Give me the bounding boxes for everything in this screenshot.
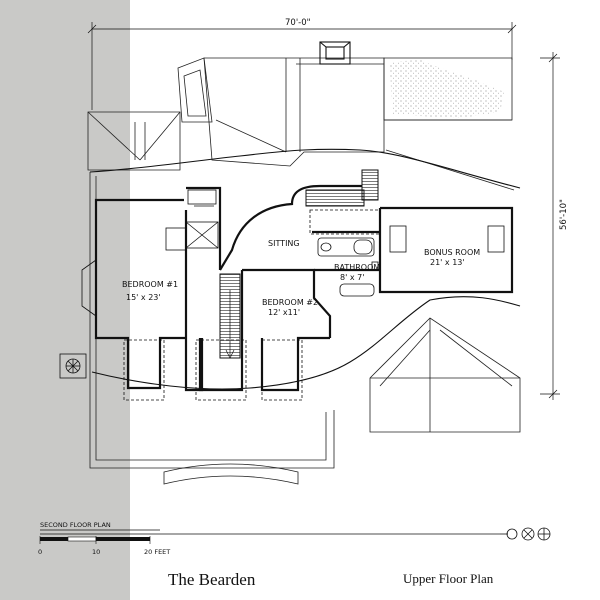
scale-bar-label: SECOND FLOOR PLAN (40, 521, 111, 529)
bonus-room-label: BONUS ROOM (424, 248, 480, 257)
exterior-walls (94, 184, 514, 392)
width-dimension-label: 70'-0" (285, 18, 311, 28)
scale-tick-10: 10 (92, 548, 101, 556)
gray-margin-band (0, 0, 130, 600)
depth-dimension-label: 56'-10" (559, 199, 569, 230)
roof-hatch-area (390, 60, 504, 118)
stair-landing (361, 169, 379, 201)
plan-title: The Bearden (168, 570, 256, 589)
bedroom2-label: BEDROOM #2 (262, 298, 318, 307)
compass-icon (537, 527, 551, 541)
stair-upper (305, 189, 365, 207)
scale-tick-20: 20 FEET (144, 548, 171, 556)
bathroom-size: 8' x 7' (340, 273, 364, 282)
sitting-label: SITTING (268, 239, 300, 248)
chimney-icon (319, 41, 351, 65)
bedroom1-label: BEDROOM #1 (122, 280, 178, 289)
tree-symbol-icon (59, 353, 87, 379)
bedroom1-size: 15' x 23' (126, 293, 161, 302)
bedroom2-size: 12' x11' (268, 308, 300, 317)
north-arrow-icon (500, 527, 535, 541)
dimension-lines (87, 22, 560, 400)
scale-tick-0: 0 (38, 548, 43, 556)
bonus-room-size: 21' x 13' (430, 258, 465, 267)
bathroom-label: BATHROOM (334, 263, 380, 272)
scale-bar (39, 529, 500, 544)
roof-outline (87, 57, 521, 485)
plan-subtitle: Upper Floor Plan (403, 571, 494, 586)
interior-details (81, 189, 505, 401)
